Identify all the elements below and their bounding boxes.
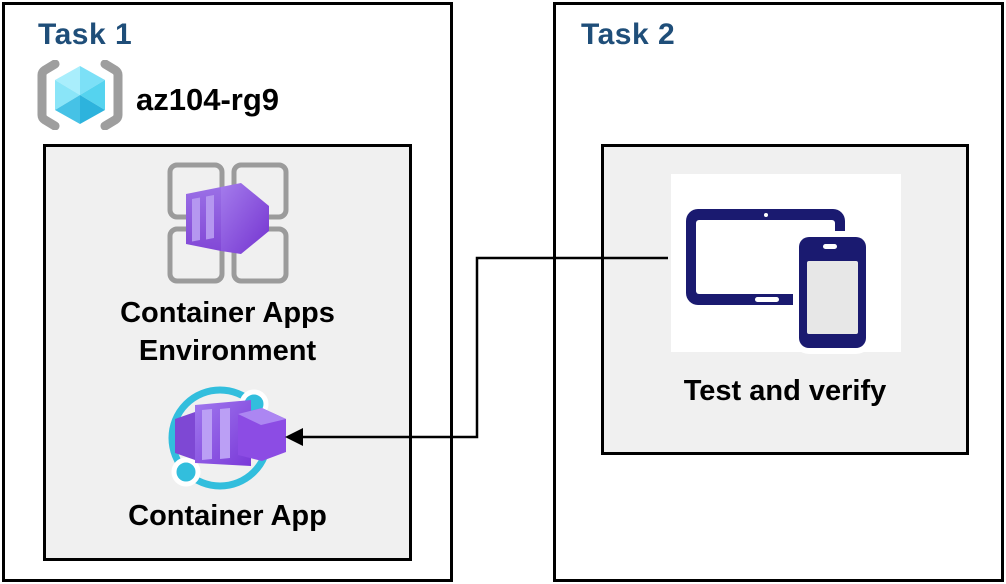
- resource-group-icon: [37, 60, 123, 130]
- container-app-label: Container App: [128, 500, 327, 532]
- tablet-camera-dot: [763, 213, 768, 217]
- phone-icon: [799, 237, 866, 348]
- task2-box: Task 2 Test and verify: [553, 2, 1004, 582]
- container-apps-environment-panel: Container Apps Environment Co: [43, 144, 412, 561]
- task1-title: Task 1: [38, 18, 133, 51]
- devices-icon-card: [671, 174, 901, 352]
- container-apps-environment-icon: [167, 162, 289, 284]
- tablet-home-button: [755, 297, 779, 302]
- container-apps-environment-label: Container Apps Environment: [120, 297, 335, 367]
- test-and-verify-label: Test and verify: [683, 375, 887, 407]
- test-and-verify-panel: Test and verify: [601, 144, 969, 455]
- resource-group-name: az104-rg9: [136, 82, 280, 117]
- task1-box: Task 1 az104-rg9: [2, 2, 453, 582]
- phone-speaker-slit: [823, 244, 837, 249]
- container-app-icon: [168, 386, 286, 490]
- phone-screen: [807, 261, 858, 334]
- task2-title: Task 2: [581, 18, 676, 51]
